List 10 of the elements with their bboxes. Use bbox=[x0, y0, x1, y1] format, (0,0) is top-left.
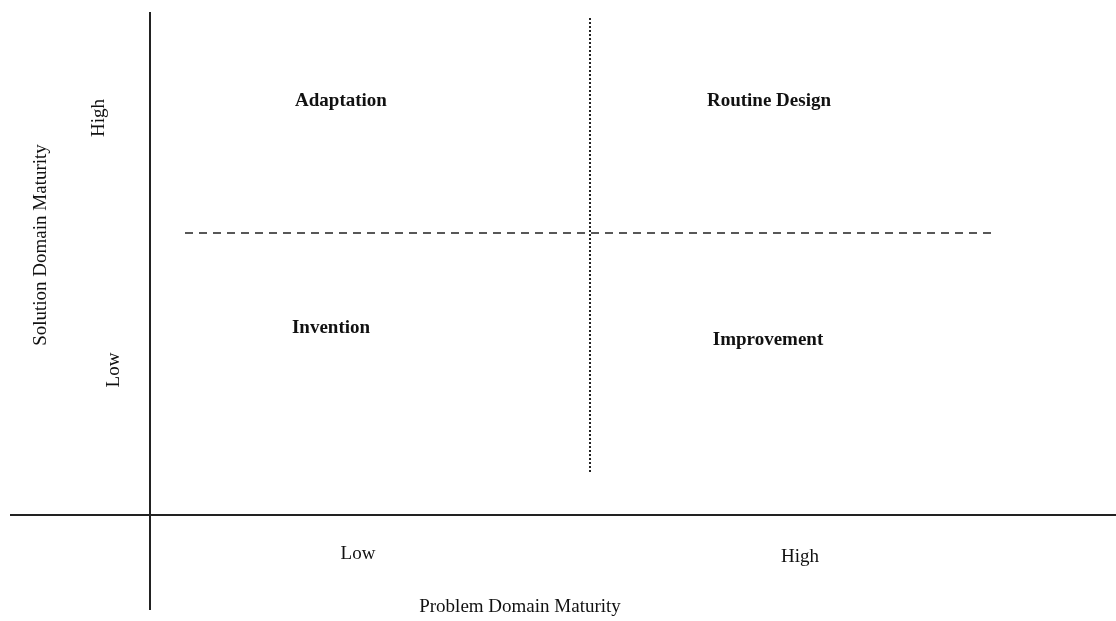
quadrant-label: Invention bbox=[291, 315, 371, 339]
axis-title: Problem Domain Maturity bbox=[419, 594, 621, 618]
axis-title: Solution Domain Maturity bbox=[28, 144, 51, 346]
axis-tick-label: High bbox=[86, 99, 109, 137]
axis-tick-label: Low bbox=[101, 352, 124, 388]
quadrant-label: Improvement bbox=[712, 327, 824, 351]
quadrant-label: Routine Design bbox=[707, 88, 831, 112]
quadrant-label: Adaptation bbox=[295, 88, 387, 112]
axis-tick-label: High bbox=[781, 544, 819, 568]
axis-tick-label: Low bbox=[340, 541, 376, 565]
